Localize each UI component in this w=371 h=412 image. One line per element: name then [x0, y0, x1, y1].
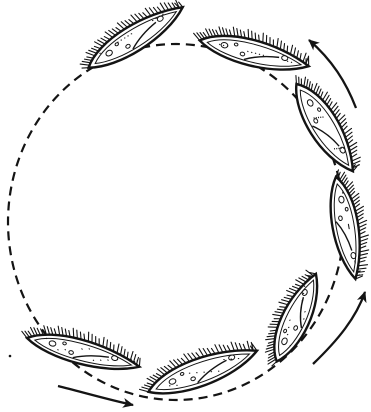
- organism-body: [81, 0, 190, 78]
- organism-lower-right: [253, 265, 329, 373]
- organism-upper-right: [281, 65, 371, 180]
- organism-body: [285, 76, 365, 180]
- organism-bottom-left: [18, 315, 145, 379]
- direction-arrow-bottom-left: [58, 386, 133, 405]
- organism-bottom: [133, 330, 262, 407]
- stray-dot: [9, 355, 12, 358]
- organism-top: [189, 17, 313, 80]
- organisms-group: [18, 0, 371, 407]
- direction-arrow-bottom-right: [313, 292, 365, 364]
- organism-body: [264, 268, 330, 367]
- organism-right: [323, 167, 371, 282]
